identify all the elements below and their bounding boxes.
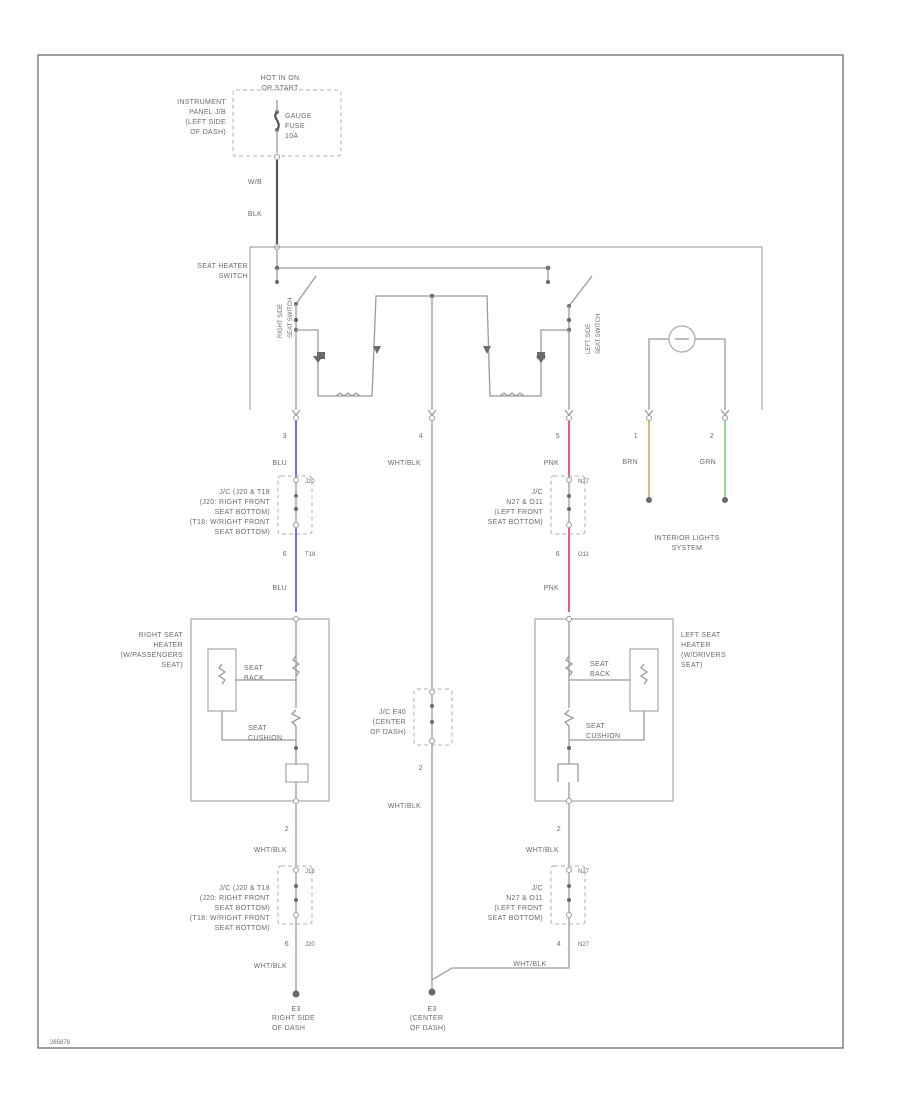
right-thermostat-icon [285, 763, 309, 783]
center-wire-color-1: WHT/BLK [388, 460, 421, 467]
left-jc2-bottom-pin: 4 [557, 941, 561, 948]
right-seat-circuit: 3 BLU J20 J/C (J20 & T18(J20: RIGHT FRON… [120, 421, 330, 1032]
left-jc-box [550, 475, 586, 535]
right-jc2-box [277, 865, 313, 925]
right-jc-bottom-pin: 6 [283, 551, 287, 558]
left-pin-1: 5 [556, 433, 560, 440]
center-jc-box [413, 688, 453, 746]
switch-connector [291, 409, 730, 421]
interior-lights-wire-color-1: BRN [622, 459, 638, 466]
right-jc-box [277, 475, 313, 535]
right-jc-top-id: J20 [305, 479, 315, 485]
jb-connector-terminal [274, 154, 280, 160]
left-pin-2: 2 [557, 826, 561, 833]
right-jc2-top-id: J18 [305, 869, 315, 875]
right-seat-back-heater-icon [217, 663, 227, 685]
left-jc2-top-id: N27 [578, 869, 590, 875]
right-switch-blade [295, 275, 317, 305]
right-wire-color-2: BLU [272, 585, 287, 592]
center-pin-2: 2 [419, 765, 423, 772]
right-pin-2: 2 [285, 826, 289, 833]
interior-lights-wire-color-2: GRN [700, 459, 716, 466]
left-wire-color-3: WHT/BLK [526, 847, 559, 854]
right-pin-1: 3 [283, 433, 287, 440]
fuse-icon [274, 111, 280, 131]
interior-lights-terminal-1 [646, 497, 652, 503]
center-pin: 4 [419, 433, 423, 440]
left-ground-return-wire [431, 918, 570, 981]
left-wire-color-1: PNK [544, 460, 559, 467]
diagram-code: 265878 [50, 1040, 71, 1046]
power-wire-color-top: W/B [248, 179, 262, 186]
center-wire-color-2: WHT/BLK [388, 803, 421, 810]
switch-housing [249, 246, 763, 410]
left-wire-color-2: PNK [544, 585, 559, 592]
jb-dashed-box [232, 89, 342, 157]
right-seat-heater-box [190, 618, 330, 802]
right-led-icon [373, 346, 381, 354]
center-ground-icon [428, 988, 436, 996]
interior-lights-pin-2: 2 [710, 433, 714, 440]
left-led-icon [483, 346, 491, 354]
left-thermostat-icon [557, 763, 579, 782]
right-seat-back-element [207, 648, 237, 712]
left-jc-top-id: N27 [578, 479, 590, 485]
right-ground-icon [292, 990, 300, 998]
right-wire-color-4: WHT/BLK [254, 963, 287, 970]
right-jc2-bottom-id: J20 [305, 942, 315, 948]
center-ground-id: E3 [427, 1006, 436, 1013]
left-seat-heater-box [534, 618, 674, 802]
left-seat-back-heater-icon [639, 663, 649, 685]
power-wire-color-bottom: BLK [248, 211, 262, 218]
left-wire-color-4: WHT/BLK [513, 961, 546, 968]
right-jc2-bottom-pin: 6 [285, 941, 289, 948]
right-jc-bottom-id: T18 [305, 552, 316, 558]
left-jc-bottom-pin: 6 [556, 551, 560, 558]
left-jc2-bottom-id: N27 [578, 942, 590, 948]
interior-lights-pin-1: 1 [634, 433, 638, 440]
right-ground-id: E3 [291, 1006, 300, 1013]
interior-lights-terminal-2 [722, 497, 728, 503]
left-jc2-box [550, 865, 586, 925]
left-jc-bottom-id: O11 [578, 552, 590, 558]
right-wire-color-3: WHT/BLK [254, 847, 287, 854]
diagram-frame [37, 54, 844, 1049]
right-wire-color-1: BLU [272, 460, 287, 467]
left-switch-blade [568, 275, 593, 307]
left-seat-back-element [629, 648, 659, 712]
